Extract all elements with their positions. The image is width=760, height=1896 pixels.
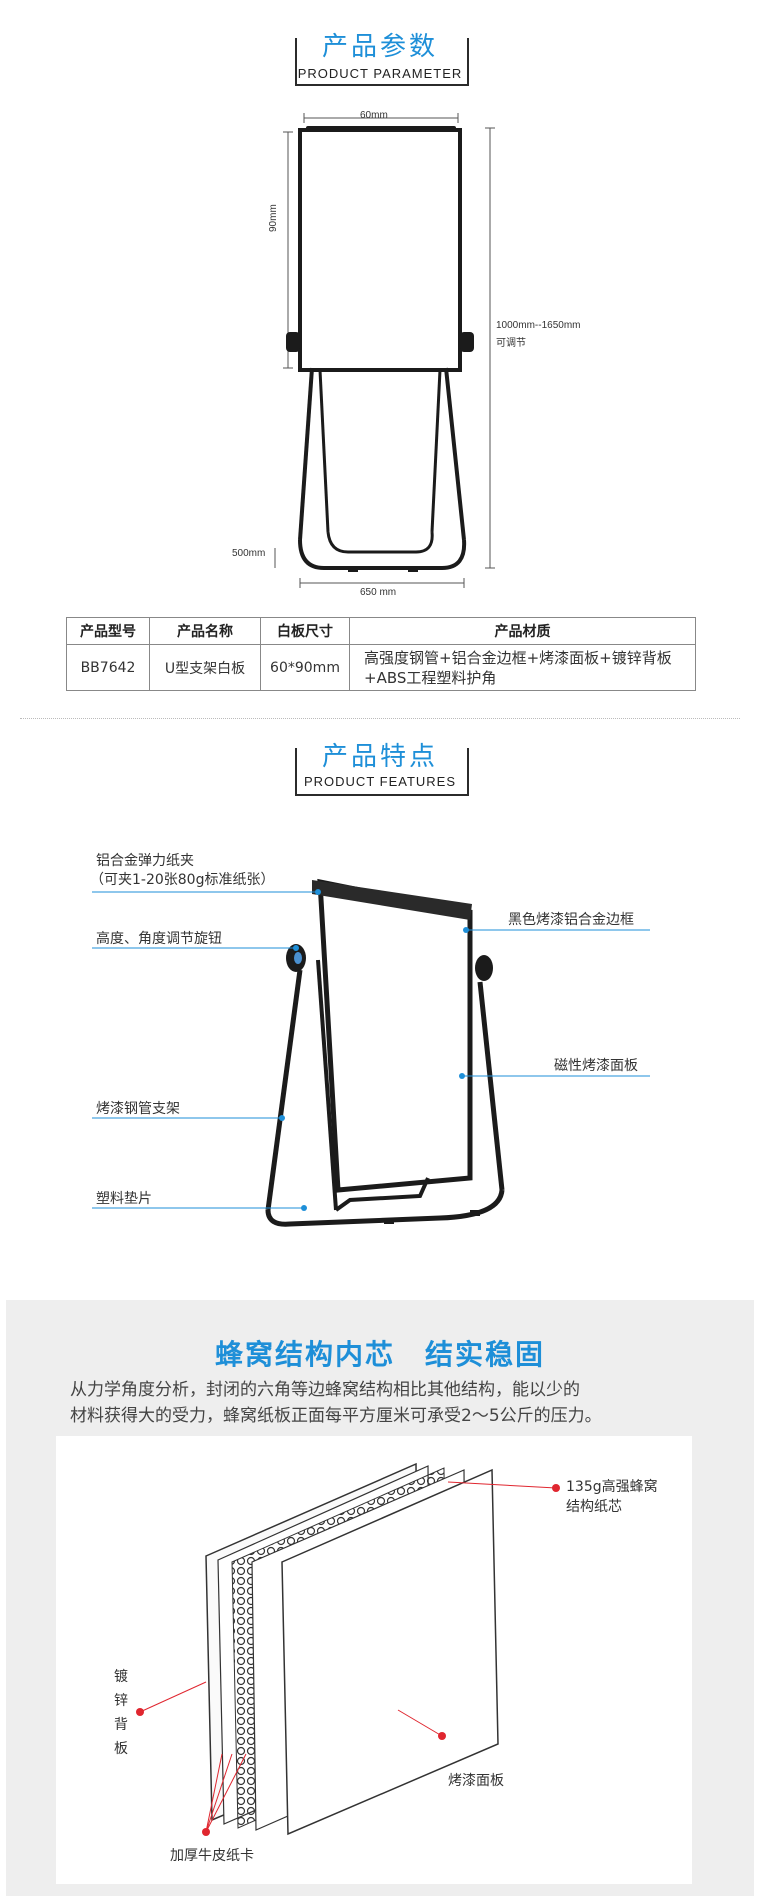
spec-header-row: 产品型号 产品名称 白板尺寸 产品材质 (66, 617, 696, 645)
features-title: 产品特点 (321, 742, 438, 772)
param-title-bg (318, 30, 442, 50)
layer-back-label-1: 镀 (114, 1669, 128, 1685)
layer-face-label: 烤漆面板 (448, 1773, 504, 1789)
feature-pad-label: 塑料垫片 (96, 1191, 152, 1207)
spec-model: BB7642 (66, 644, 150, 691)
dim-adjust-note: 可调节 (496, 338, 526, 349)
spec-material-line1: 高强度钢管+铝合金边框+烤漆面板+镀锌背板 (364, 648, 672, 667)
spec-table: 产品型号 产品名称 白板尺寸 产品材质 BB7642 U型支架白板 60*90m… (66, 617, 696, 691)
feature-frame-label: 黑色烤漆铝合金边框 (508, 912, 634, 928)
feature-knob-label: 高度、角度调节旋钮 (96, 931, 222, 947)
spec-size: 60*90mm (260, 644, 350, 691)
spec-material: 高强度钢管+铝合金边框+烤漆面板+镀锌背板 +ABS工程塑料护角 (349, 644, 696, 691)
honeycomb-layers-illustration (136, 1462, 560, 1836)
spec-header-size: 白板尺寸 (260, 617, 350, 645)
whiteboard-dimension-diagram (274, 113, 495, 588)
param-title: 产品参数 (321, 32, 438, 62)
layer-back-label-2: 锌 (114, 1693, 128, 1709)
features-subtitle: PRODUCT FEATURES (303, 774, 457, 789)
dim-height-label: 90mm (268, 204, 279, 232)
layer-back-label-4: 板 (114, 1741, 128, 1757)
whiteboard-feature-illustration (92, 878, 650, 1227)
spec-header-name: 产品名称 (149, 617, 261, 645)
dim-foot-label: 500mm (232, 548, 266, 559)
layer-core-label: 135g高强蜂窝 (566, 1479, 658, 1495)
spec-name: U型支架白板 (149, 644, 261, 691)
features-title-bg (318, 740, 442, 760)
honeycomb-title: 蜂窝结构内芯 结实稳固 (214, 1338, 545, 1371)
spec-material-line2: +ABS工程塑料护角 (364, 668, 497, 687)
dim-adjust-label: 1000mm--1650mm (496, 320, 581, 331)
divider (20, 718, 740, 719)
layer-kraft-label: 加厚牛皮纸卡 (170, 1848, 254, 1864)
feature-clip-label: 铝合金弹力纸夹 (96, 853, 194, 869)
spec-header-material: 产品材质 (349, 617, 696, 645)
param-subtitle: PRODUCT PARAMETER (297, 66, 463, 81)
dim-base-label: 650 mm (360, 587, 397, 598)
param-title-frame (295, 38, 469, 86)
spec-header-model: 产品型号 (66, 617, 150, 645)
dim-width-label: 60mm (360, 110, 388, 121)
features-title-frame (295, 748, 469, 796)
feature-stand-label: 烤漆钢管支架 (96, 1101, 180, 1117)
spec-row: BB7642 U型支架白板 60*90mm 高强度钢管+铝合金边框+烤漆面板+镀… (66, 644, 696, 691)
honeycomb-text-line2: 材料获得大的受力，蜂窝纸板正面每平方厘米可承受2～5公斤的压力。 (70, 1406, 602, 1426)
feature-clip-note: （可夹1-20张80g标准纸张） (90, 872, 275, 888)
layer-core-note: 结构纸芯 (566, 1499, 622, 1515)
feature-panel-label: 磁性烤漆面板 (554, 1058, 638, 1074)
layer-back-label-3: 背 (114, 1717, 128, 1733)
honeycomb-text-line1: 从力学角度分析，封闭的六角等边蜂窝结构相比其他结构，能以少的 (70, 1380, 580, 1400)
